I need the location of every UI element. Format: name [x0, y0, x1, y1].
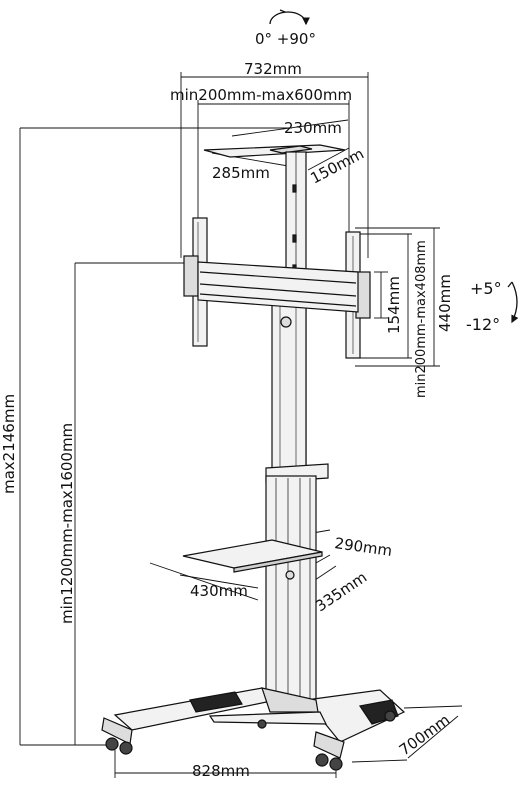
- label-vesa-width-range: min200mm-max600mm: [170, 86, 352, 104]
- label-700mm: 700mm: [396, 711, 453, 760]
- tilt-up-label: +5°: [470, 279, 502, 298]
- label-335mm: 335mm: [312, 568, 370, 615]
- label-285mm: 285mm: [212, 164, 270, 182]
- label-732mm: 732mm: [244, 60, 302, 78]
- label-828mm: 828mm: [192, 762, 250, 780]
- tilt-arrow-icon: [507, 281, 519, 324]
- label-vesa-height-range: min200mm-max408mm: [414, 240, 429, 398]
- label-290mm: 290mm: [333, 534, 393, 560]
- label-440mm: 440mm: [436, 274, 454, 332]
- label-center-height-range: min1200mm-max1600mm: [58, 423, 76, 624]
- label-230mm: 230mm: [284, 119, 342, 137]
- label-max-height: max2146mm: [0, 394, 18, 494]
- rotation-arrow-icon: [269, 9, 310, 26]
- tv-stand: [101, 144, 406, 771]
- label-430mm: 430mm: [190, 582, 248, 600]
- rotation-label: 0° +90°: [255, 30, 316, 48]
- tilt-down-label: -12°: [466, 315, 500, 334]
- dimension-lines: [19, 72, 463, 778]
- label-154mm: 154mm: [385, 276, 403, 334]
